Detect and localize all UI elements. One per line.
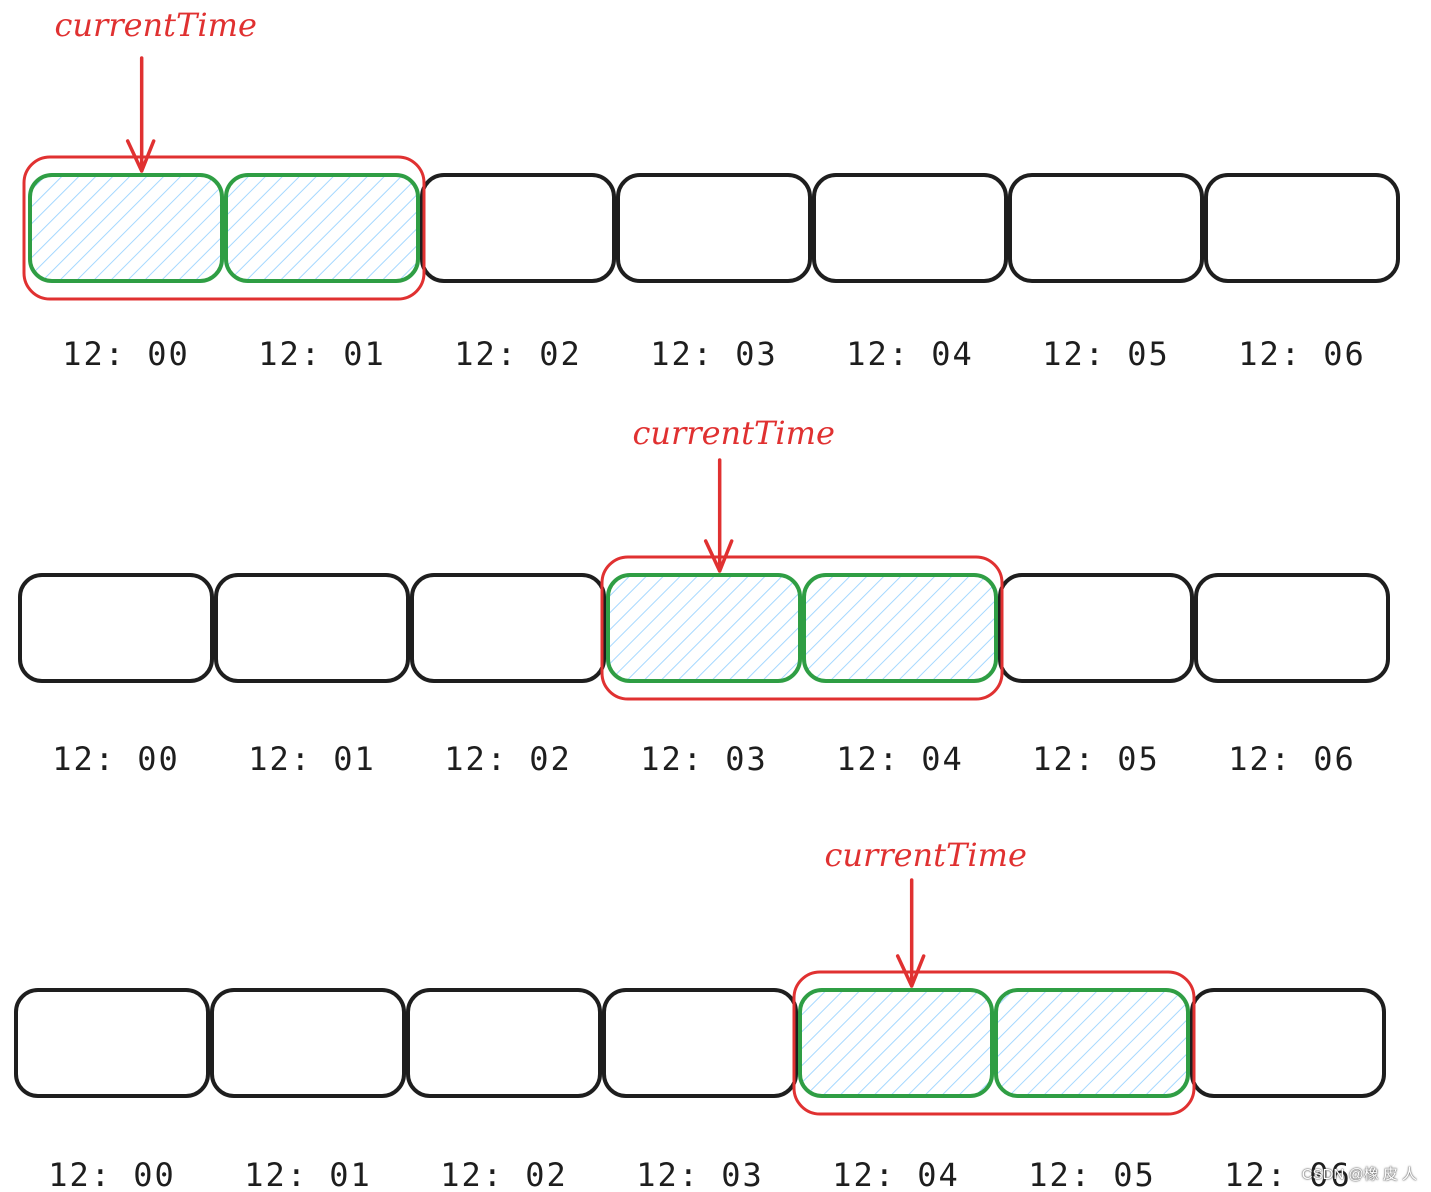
timeline-row-1: 12: 00 12: 01 12: 02 12: 03 12: 04 12: 05 12: … [22, 6, 1400, 373]
timeline-row-3: 12: 00 12: 01 12: 02 12: 03 12: 04 12: 05 12: … [14, 836, 1386, 1192]
time-label: 12: 00 [62, 335, 190, 373]
time-label: 12: 02 [444, 740, 572, 778]
time-label: 12: 06 [1224, 1156, 1352, 1192]
time-label: 12: 05 [1032, 740, 1160, 778]
time-label: 12: 06 [1228, 740, 1356, 778]
time-label: 12: 00 [48, 1156, 176, 1192]
pointer-arrow [895, 878, 926, 988]
time-cell [420, 173, 616, 283]
time-label: 12: 06 [1238, 335, 1366, 373]
time-cell [998, 573, 1194, 683]
time-cell [214, 573, 410, 683]
time-label: 12: 01 [248, 740, 376, 778]
window-cell-active [798, 988, 994, 1098]
time-label: 12: 01 [244, 1156, 372, 1192]
time-label: 12: 03 [636, 1156, 764, 1192]
watermark: CSDN @橡 皮 人 [1301, 1166, 1417, 1183]
time-label: 12: 05 [1042, 335, 1170, 373]
window-cell-active [28, 173, 224, 283]
time-cell [1204, 173, 1400, 283]
time-label: 12: 01 [258, 335, 386, 373]
pointer-arrow [703, 458, 734, 573]
window-cell-active [224, 173, 420, 283]
current-time-label: currentTime [54, 6, 256, 44]
time-cell [1190, 988, 1386, 1098]
current-time-label: currentTime [632, 414, 834, 452]
sliding-window-frame [792, 970, 1196, 1116]
time-label: 12: 04 [832, 1156, 960, 1192]
time-cell [14, 988, 210, 1098]
time-label: 12: 00 [52, 740, 180, 778]
time-cell [406, 988, 602, 1098]
time-label: 12: 05 [1028, 1156, 1156, 1192]
time-label: 12: 04 [846, 335, 974, 373]
timeline-row-2: 12: 00 12: 01 12: 02 12: 03 12: 04 12: 05 12: … [18, 414, 1390, 778]
current-time-label: currentTime [824, 836, 1026, 874]
sliding-window-frame [600, 555, 1004, 701]
time-cell [1194, 573, 1390, 683]
sliding-window-frame [22, 155, 426, 301]
time-label: 12: 02 [454, 335, 582, 373]
window-cell-active [802, 573, 998, 683]
time-cell [616, 173, 812, 283]
time-cell [210, 988, 406, 1098]
time-cell [1008, 173, 1204, 283]
window-cell-active [606, 573, 802, 683]
time-label: 12: 03 [650, 335, 778, 373]
pointer-arrow [125, 56, 156, 173]
time-cell [18, 573, 214, 683]
time-label: 12: 04 [836, 740, 964, 778]
time-cell [602, 988, 798, 1098]
time-label: 12: 02 [440, 1156, 568, 1192]
window-cell-active [994, 988, 1190, 1098]
time-cell [812, 173, 1008, 283]
time-cell [410, 573, 606, 683]
time-label: 12: 03 [640, 740, 768, 778]
